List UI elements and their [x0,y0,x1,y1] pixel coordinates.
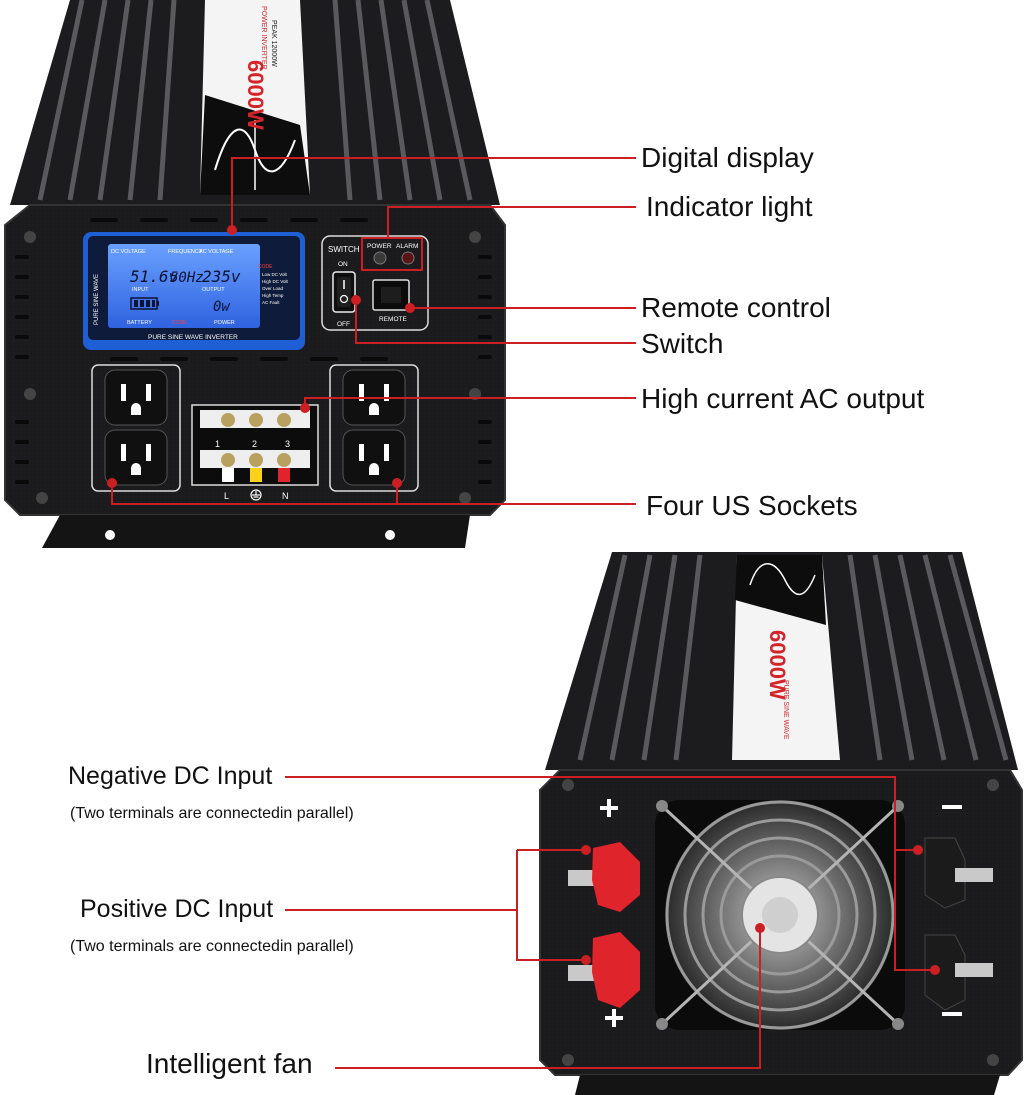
negative-dc-terminal[interactable] [924,934,993,1011]
lcd-code-label: CODE [172,320,187,326]
positive-dc-terminal[interactable] [568,842,640,912]
fan-icon [655,800,905,1030]
lcd-power-label: POWER [214,320,235,326]
lcd-bottom-text: PURE SINE WAVE INVERTER [148,334,238,341]
lcd-ac-value: 235v [202,267,241,286]
alarm-led-label: ALARM [396,243,418,250]
callout-positive-dc-note: (Two terminals are connectedin parallel) [70,938,354,955]
remote-label: REMOTE [379,316,407,323]
positive-dc-terminal[interactable] [568,932,640,1008]
callout-line-indicator [387,206,636,238]
callout-line-display [231,157,636,230]
lcd-frequency-value: 50Hz [170,270,204,286]
terminal-mark-l: L [224,491,229,501]
callout-intelligent-fan: Intelligent fan [146,1048,313,1079]
power-switch[interactable] [332,271,356,313]
lcd-screen [108,244,260,328]
lcd-power-value: 0w [213,299,230,315]
switch-off-label: OFF [337,321,350,328]
lcd-ac-voltage-title: AC VOLTAGE [199,249,234,255]
lcd-dc-value: 51.6v [130,267,179,286]
terminal-number: 2 [252,439,257,449]
negative-dc-terminal[interactable] [924,837,993,909]
lcd-code-list: Low DC Volt High DC Volt Over Load High … [262,272,289,305]
callout-us-sockets: Four US Sockets [646,490,858,521]
power-led-label: POWER [367,243,392,250]
lcd-battery-label: BATTERY [127,320,152,326]
switch-label: SWITCH [328,245,360,254]
control-panel [321,235,429,331]
minus-icon [942,805,962,1016]
front-unit-fins [37,0,473,201]
callout-indicator-light: Indicator light [646,191,813,222]
callout-line-fan [335,928,761,1069]
callout-negative-dc-note: (Two terminals are connectedin parallel) [70,805,354,822]
ground-icon [250,489,262,501]
terminal-mark-n: N [282,491,289,501]
top-label-wattage: 6000W [243,60,268,130]
lcd-input-label: INPUT [132,287,149,293]
us-socket[interactable] [342,429,406,486]
rear-mount-foot [575,1075,1000,1095]
ac-terminal-block[interactable] [191,404,319,486]
callout-line-negative [285,776,935,971]
callout-ac-output: High current AC output [641,383,925,414]
front-unit: 6000W POWER INVERTER PEAK 12000W [4,0,506,548]
power-led [373,251,387,265]
remote-port[interactable] [372,279,410,311]
top-label-line1: POWER INVERTER [260,6,267,70]
ac-outlet-group-right [329,364,419,492]
callout-line-switch [355,300,636,344]
callout-line-sockets [111,483,636,505]
lcd-dc-voltage-title: DC VOLTAGE [111,249,146,255]
switch-on-label: ON [338,261,348,268]
lcd-code-item: High Temp [262,293,284,298]
terminal-number: 3 [285,439,290,449]
lcd-display: DC VOLTAGE FREQUENCY AC VOLTAGE 51.6v 50… [83,232,305,350]
alarm-led [401,251,415,265]
front-mount-foot [42,515,470,548]
callout-digital-display: Digital display [641,142,814,173]
lcd-output-label: OUTPUT [202,287,225,293]
callout-negative-dc: Negative DC Input [68,762,273,790]
lcd-code-item: Low DC Volt [262,272,288,277]
callout-remote-control: Remote control [641,292,831,323]
lcd-code-title: CODE [258,264,273,270]
rear-label-line2: PURE SINE WAVE [782,680,789,740]
rear-label-wattage: 6000W [765,630,790,700]
callout-dots [107,225,940,975]
rear-unit-fins [577,554,1009,761]
rear-screws [562,779,999,1066]
us-socket[interactable] [104,369,168,426]
lcd-frequency-title: FREQUENCY [168,249,203,255]
terminal-number: 1 [215,439,220,449]
plus-icon [600,799,623,1027]
callout-switch: Switch [641,328,724,359]
lcd-side-text: PURE SINE WAVE [94,274,100,325]
lcd-code-item: High DC Volt [262,279,289,284]
front-vent-slots [15,218,492,484]
lcd-code-item: Over Load [262,286,284,291]
us-socket[interactable] [104,429,168,486]
lcd-code-item: AC Fault [262,300,280,305]
battery-icon [130,297,159,310]
top-label-peak: PEAK 12000W [270,20,277,67]
rear-unit: 6000W PURE SINE WAVE [539,552,1023,1095]
ac-outlet-group-left [91,364,181,492]
callout-positive-dc: Positive DC Input [80,895,274,923]
